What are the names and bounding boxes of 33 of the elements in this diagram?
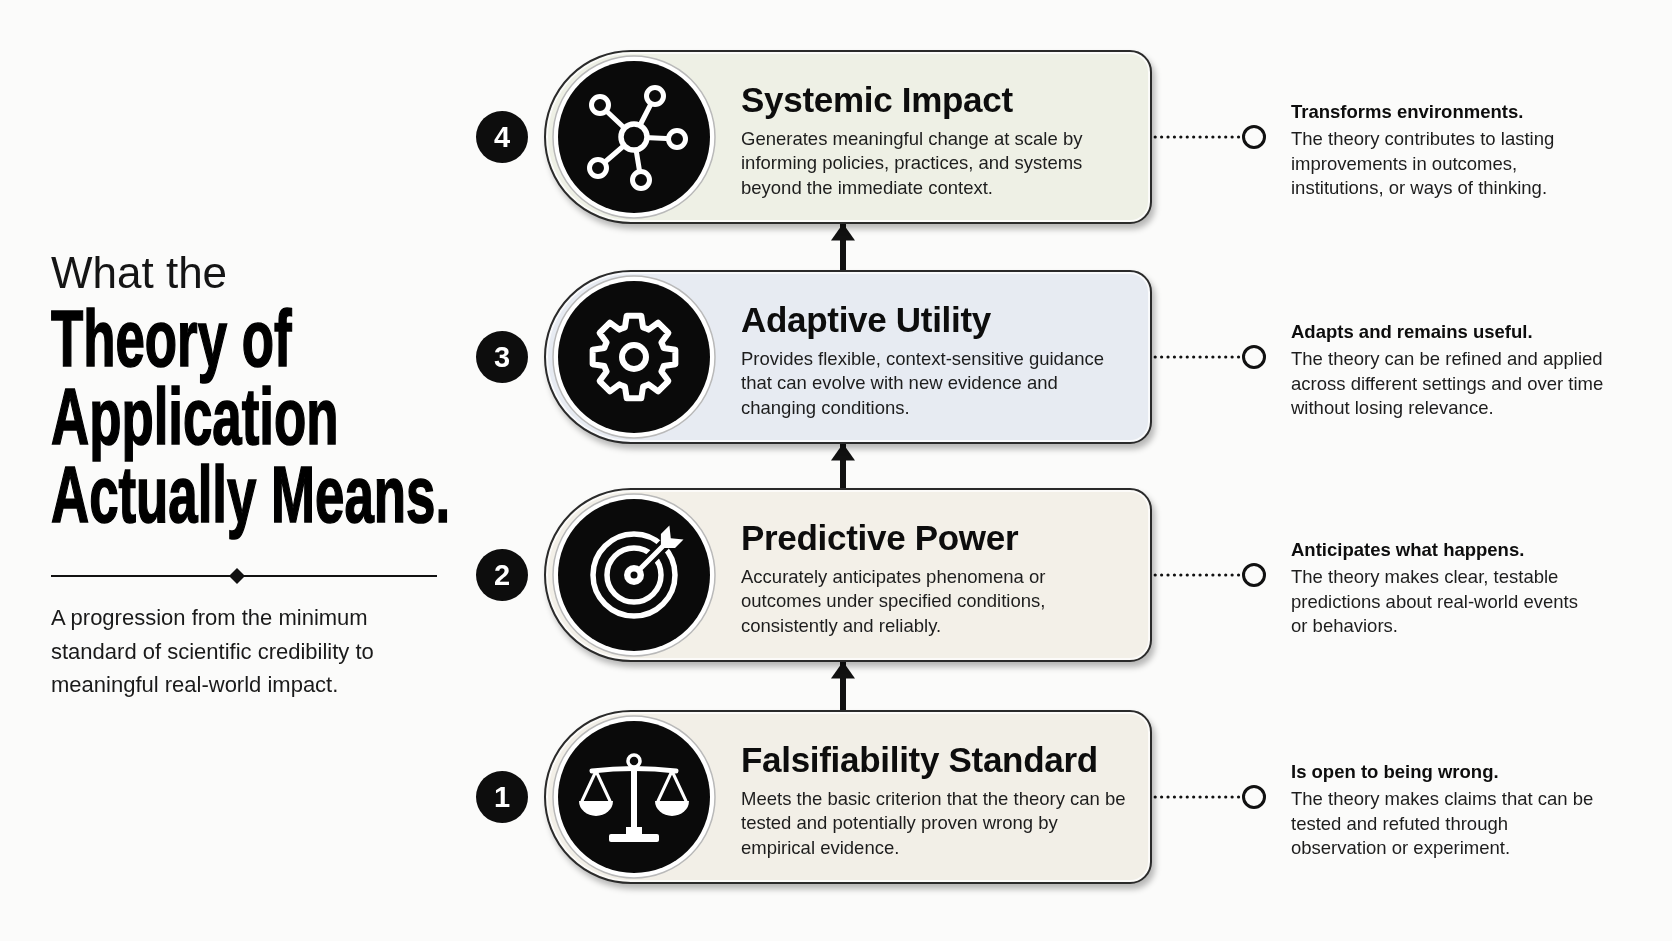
endpoint-ring	[1242, 563, 1266, 587]
note-heading: Adapts and remains useful.	[1291, 320, 1533, 344]
step-description: Meets the basic criterion that the theory can be tested and potentially proven wrong by empirical evidence.	[741, 786, 1127, 860]
step-description: Accurately anticipates phenomena or outcomes under specified conditions, consistently and reliably.	[741, 564, 1047, 638]
title-heading: What the Theory of Application Actually Means.	[51, 247, 452, 541]
step-card	[544, 488, 1152, 662]
arrow	[831, 661, 855, 710]
arrow	[831, 223, 855, 270]
step-number-badge: 1	[476, 771, 528, 823]
step-title: Adaptive Utility	[741, 299, 991, 340]
step-description: Provides flexible, context-sensitive guidance that can evolve with new evidence and changing conditions.	[741, 346, 1105, 420]
step-card	[544, 710, 1152, 884]
endpoint-ring	[1242, 785, 1266, 809]
step-title: Predictive Power	[741, 517, 1019, 558]
step-card	[544, 50, 1152, 224]
note-heading: Anticipates what happens.	[1291, 538, 1525, 562]
arrow	[831, 443, 855, 488]
step-number-badge: 4	[476, 111, 528, 163]
step-title: Falsifiability Standard	[741, 739, 1098, 780]
note-text: The theory makes clear, testable predictions about real-world events or behaviors.	[1291, 565, 1579, 638]
note-heading: Transforms environments.	[1291, 100, 1524, 124]
step-description: Generates meaningful change at scale by informing policies, practices, and systems beyond the immediate context.	[741, 126, 1084, 200]
subtitle: A progression from the minimum standard of scientific credibility to meaningful real-world impact.	[51, 604, 375, 699]
step-number-badge: 3	[476, 331, 528, 383]
step-card	[544, 270, 1152, 444]
endpoint-ring	[1242, 345, 1266, 369]
note-text: The theory makes claims that can be tested and refuted through observation or experiment.	[1291, 787, 1595, 860]
step-title: Systemic Impact	[741, 79, 1013, 120]
step-number-badge: 2	[476, 549, 528, 601]
note-text: The theory can be refined and applied across different settings and over time without losing relevance.	[1291, 347, 1605, 420]
note-heading: Is open to being wrong.	[1291, 760, 1499, 784]
endpoint-ring	[1242, 125, 1266, 149]
note-text: The theory contributes to lasting improvements in outcomes, institutions, or ways of thinking.	[1291, 127, 1556, 200]
